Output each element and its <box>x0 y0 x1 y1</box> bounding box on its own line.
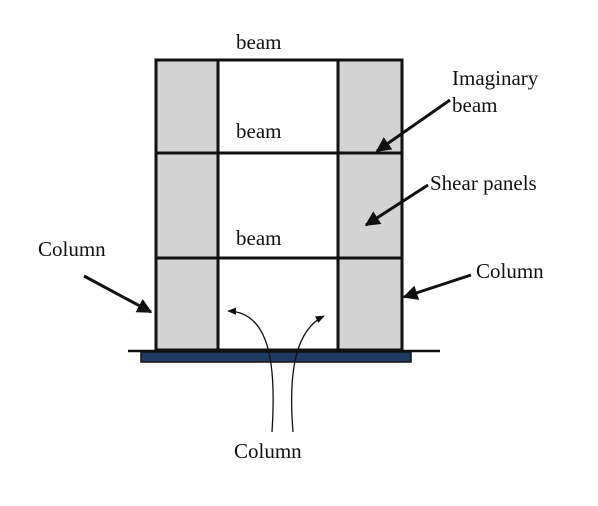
shear-panels-label: Shear panels <box>430 171 537 195</box>
shear-panel-right-upper <box>338 60 402 258</box>
imaginary-beam-label-line1: Imaginary <box>452 66 539 90</box>
foundation <box>140 351 412 363</box>
arrow-shear-panels <box>364 183 429 227</box>
beam-label-top: beam <box>236 30 281 54</box>
curved-arrow-right-inner-column <box>290 315 325 433</box>
arrow-column-right <box>402 273 472 300</box>
beam-label-lower: beam <box>236 226 281 250</box>
shear-panel-left-lower <box>156 258 218 350</box>
arrow-column-left <box>83 274 153 314</box>
shear-panel-left-upper <box>156 60 218 258</box>
column-label-bottom: Column <box>234 439 302 463</box>
shear-panel-right-lower <box>338 258 402 350</box>
column-label-right: Column <box>476 259 544 283</box>
arrow-imaginary-beam <box>375 98 451 153</box>
imaginary-beam-label-line2: beam <box>452 93 497 117</box>
curved-arrow-left-inner-column <box>227 307 274 433</box>
beam-label-middle: beam <box>236 119 281 143</box>
column-label-left: Column <box>38 237 106 261</box>
